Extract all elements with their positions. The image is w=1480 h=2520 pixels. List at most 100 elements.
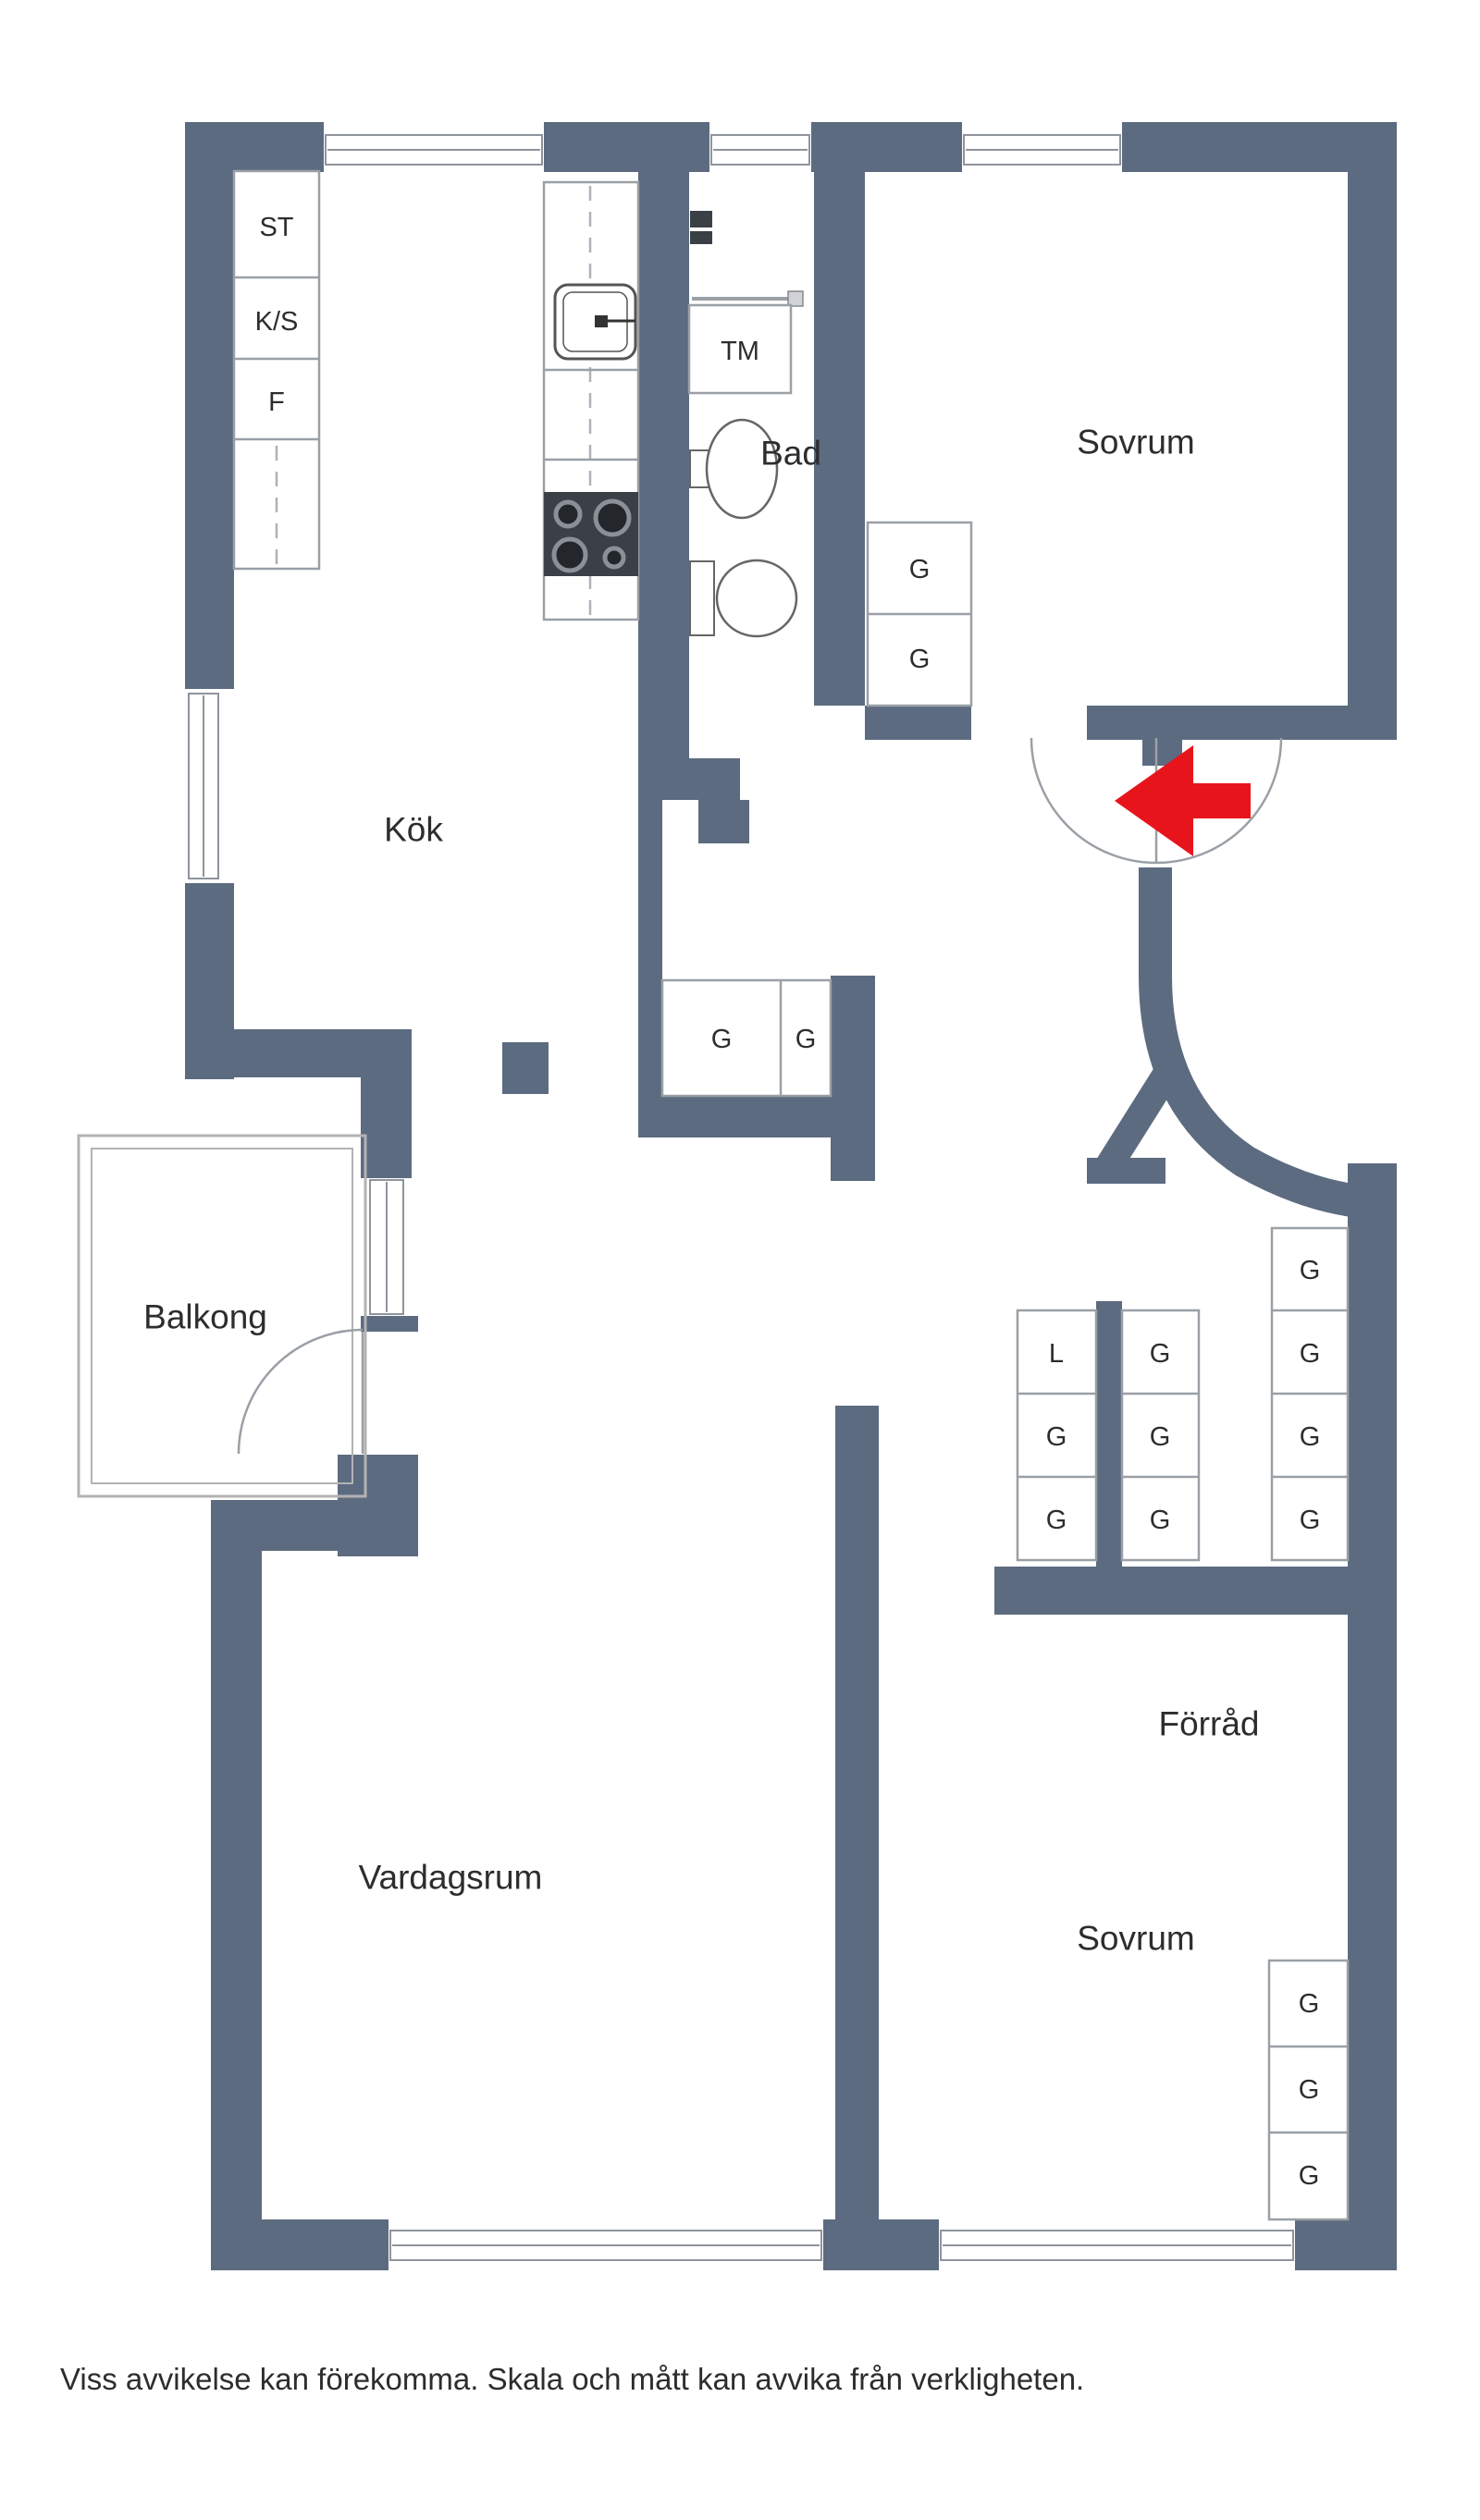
kitchen-sink	[553, 283, 637, 361]
wall-bedroom-top-left	[814, 172, 865, 706]
closet-label: G	[1300, 1506, 1321, 1535]
windows	[188, 134, 1294, 2261]
closet-label: G	[711, 1025, 733, 1054]
wall-hall-curve	[1139, 867, 1381, 1220]
balcony-inner-rail	[91, 1148, 353, 1484]
closet-bedroom-top: G G	[866, 521, 973, 707]
shower-partition-end	[787, 290, 804, 307]
wall-bath-left	[638, 172, 689, 800]
stove-burner	[593, 498, 632, 537]
washbasin-bowl	[705, 418, 779, 520]
wall-midcloset-vertical	[831, 976, 875, 1181]
toilet-tank	[689, 560, 715, 636]
cabinet-label-st: ST	[259, 213, 293, 242]
closet-bedroom-bottom: G G G	[1267, 1959, 1350, 2221]
wall-hallcloset-divider	[1096, 1301, 1122, 1567]
wall-kitchen-southwest	[185, 1029, 412, 1077]
closet-label: G	[1300, 1256, 1321, 1285]
wall-bedroom-top-bottom-b	[1087, 706, 1397, 740]
wall-hall-diagonal	[1092, 1065, 1179, 1180]
washbasin	[689, 418, 779, 520]
room-label-kitchen: Kök	[384, 811, 443, 849]
walls	[185, 122, 1397, 2270]
stove-burner	[551, 536, 588, 573]
room-label-bedroom-top: Sovrum	[1077, 424, 1194, 461]
wall-balcony-sill	[361, 1316, 418, 1332]
closet-label: G	[1299, 1989, 1320, 2019]
closet-label: G	[1150, 1422, 1171, 1452]
entry-direction-arrow-icon	[1115, 745, 1251, 856]
wall-kitchen-hall-divider	[638, 800, 662, 1137]
room-label-bedroom-bottom: Sovrum	[1077, 1920, 1194, 1958]
closet-hall-right: G G G G	[1270, 1226, 1350, 1562]
wall-left-upper	[185, 122, 234, 689]
closet-hall-left: L G G	[1016, 1309, 1098, 1562]
entry-door	[1030, 737, 1283, 865]
closet-box	[660, 978, 832, 1098]
wall-living-bedroom-divider	[835, 1406, 879, 2270]
toilet	[689, 559, 798, 638]
stove-burner	[553, 499, 583, 529]
closet-hall-center: G G G	[1120, 1309, 1201, 1562]
closet-label: L	[1049, 1339, 1064, 1369]
closet-label: G	[909, 645, 931, 674]
closet-label: G	[1150, 1506, 1171, 1535]
closet-label: G	[1299, 2161, 1320, 2191]
room-label-storage: Förråd	[1159, 1705, 1260, 1743]
cabinet-label-ks: K/S	[255, 307, 299, 337]
window-bottom-bedroom	[940, 2230, 1294, 2261]
wall-bath-step	[698, 800, 749, 843]
wall-right-upper	[1348, 122, 1397, 728]
wall-kitchen-living-pillar	[502, 1042, 549, 1094]
closet-label: G	[1300, 1422, 1321, 1452]
window-top-kitchen	[325, 134, 543, 166]
washing-machine-label: TM	[721, 337, 759, 366]
closet-label: G	[1150, 1339, 1171, 1369]
wall-balcony-above-window	[361, 1077, 412, 1178]
closet-label: G	[909, 555, 931, 584]
kitchen-fixtures	[232, 169, 640, 621]
balcony-outer-rail	[77, 1134, 367, 1498]
balcony-door-swing-arc	[237, 1328, 364, 1455]
balcony-structure	[77, 1134, 367, 1498]
closet-label: G	[796, 1025, 817, 1054]
wall-closet-bottom	[994, 1567, 1349, 1615]
stove	[544, 492, 638, 576]
small-fixture-mark	[690, 211, 712, 227]
closet-box	[1120, 1309, 1201, 1562]
closet-label: G	[1299, 2075, 1320, 2105]
window-left-kitchen	[188, 693, 219, 879]
wall-midcloset-horizontal	[638, 1096, 875, 1137]
toilet-bowl	[715, 559, 798, 638]
small-fixture-mark	[690, 231, 712, 244]
room-label-bathroom: Bad	[760, 435, 821, 473]
disclaimer-text: Viss avvikelse kan förekomma. Skala och …	[60, 2362, 1084, 2396]
wall-bath-bottom	[638, 758, 740, 800]
window-bottom-living	[389, 2230, 822, 2261]
stove-burner	[602, 546, 626, 570]
closet-box	[1016, 1309, 1098, 1562]
room-labels: ST K/S F TM Bad Sovrum Kök Balkong Förrå…	[143, 213, 1259, 1958]
closets: G G G G L G G G G G	[660, 521, 1350, 2221]
closet-label: G	[1300, 1339, 1321, 1369]
window-top-bath	[710, 134, 810, 166]
window-top-bedroom	[963, 134, 1121, 166]
window-balcony	[369, 1179, 404, 1315]
closet-label: G	[1046, 1422, 1067, 1452]
cabinet-label-f: F	[268, 387, 285, 417]
wall-right-lower	[1348, 1163, 1397, 2270]
wall-bottom-left	[211, 2219, 388, 2270]
wall-top-mid-2	[811, 122, 962, 172]
bathroom-fixtures	[687, 211, 804, 638]
wall-bedroom-top-bottom-a	[865, 706, 971, 740]
closet-box	[1267, 1959, 1350, 2221]
room-label-balcony: Balkong	[143, 1298, 267, 1336]
room-label-living: Vardagsrum	[359, 1859, 543, 1897]
closet-hall-mid: G G	[660, 978, 832, 1098]
sink-faucet	[595, 315, 608, 327]
closet-label: G	[1046, 1506, 1067, 1535]
wall-living-left	[211, 1500, 262, 2270]
wall-top-mid-1	[544, 122, 709, 172]
